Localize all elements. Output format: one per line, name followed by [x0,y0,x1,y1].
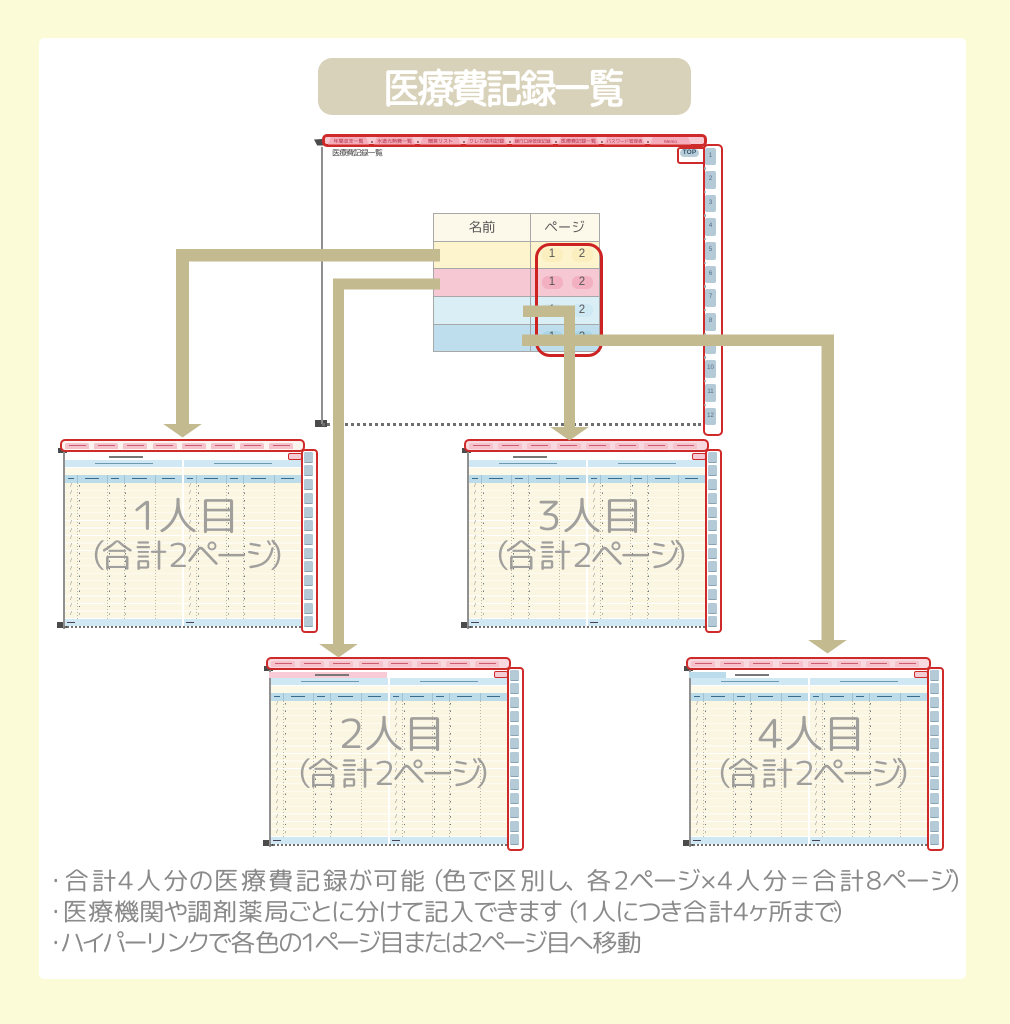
svg-text:Memo: Memo [664,139,677,144]
